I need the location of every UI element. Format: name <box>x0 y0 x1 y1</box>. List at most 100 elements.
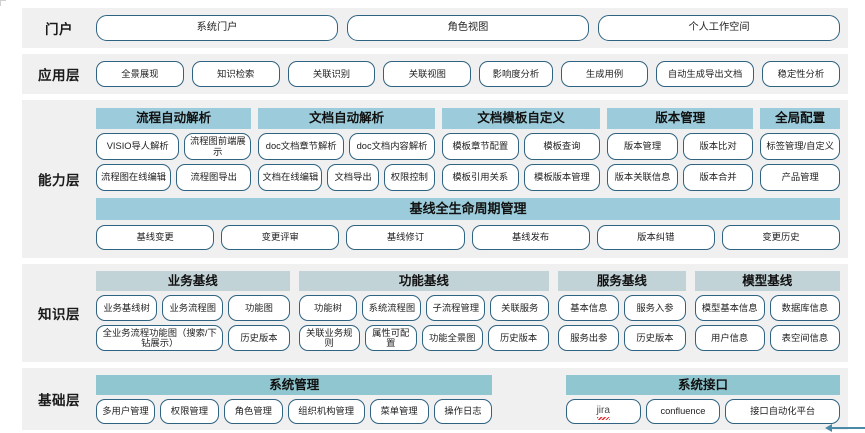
capability-item-2-1-0[interactable]: 模板引用关系 <box>441 164 519 191</box>
layer-body-knowledge: 业务基线 业务基线树 业务流程图 功能图 全业务流程功能图（搜索/下钻展示） 历… <box>96 271 848 355</box>
layer-body-base: 系统管理 多用户管理 权限管理 角色管理 组织机构管理 菜单管理 操作日志 系统… <box>96 374 848 424</box>
knowledge-item-2-1-1[interactable]: 历史版本 <box>624 325 686 351</box>
group-title-2: 文档模板自定义 <box>441 108 601 129</box>
capability-item-1-1-0[interactable]: 文档在线编辑 <box>258 164 323 191</box>
knowledge-item-1-0-1[interactable]: 系统流程图 <box>362 295 422 321</box>
knowledge-item-3-0-0[interactable]: 模型基本信息 <box>694 295 765 321</box>
group-row: 版本管理 版本比对 <box>607 133 754 160</box>
base-group-row: 系统管理 多用户管理 权限管理 角色管理 组织机构管理 菜单管理 操作日志 系统… <box>96 374 841 424</box>
group-row: 服务出参 历史版本 <box>558 325 686 351</box>
knowledge-item-1-0-0[interactable]: 功能树 <box>298 295 358 321</box>
capability-item-2-0-1[interactable]: 模板查询 <box>523 133 601 160</box>
capability-item-3-1-0[interactable]: 版本关联信息 <box>607 164 678 191</box>
layer-band-portal: 门户 系统门户 角色视图 个人工作空间 <box>22 8 848 48</box>
knowledge-item-0-0-2[interactable]: 功能图 <box>228 295 290 321</box>
knowledge-item-0-0-1[interactable]: 业务流程图 <box>162 295 224 321</box>
base-item-1-1[interactable]: confluence <box>645 398 721 424</box>
group-title-3: 版本管理 <box>607 108 754 129</box>
baseline-item-4[interactable]: 版本纠错 <box>596 225 715 250</box>
capability-item-0-1-0[interactable]: 流程图在线编辑 <box>96 164 172 191</box>
capability-item-4-0-0[interactable]: 标签管理/自定义 <box>760 133 840 160</box>
knowledge-item-1-1-2[interactable]: 功能全景图 <box>421 325 483 351</box>
capability-item-2-1-1[interactable]: 模板版本管理 <box>523 164 601 191</box>
application-item-7[interactable]: 稳定性分析 <box>761 61 841 87</box>
portal-item-2[interactable]: 个人工作空间 <box>598 15 840 41</box>
application-item-6[interactable]: 自动生成导出文档 <box>656 61 754 87</box>
capability-item-2-0-0[interactable]: 模板章节配置 <box>441 133 519 160</box>
base-item-1-0[interactable]: jira <box>565 398 641 424</box>
layer-body-application: 全景展现 知识检索 关联识别 关联视图 影响度分析 生成用例 自动生成导出文档 … <box>96 61 848 87</box>
baseline-item-1[interactable]: 变更评审 <box>221 225 340 250</box>
capability-item-1-1-2[interactable]: 权限控制 <box>383 164 435 191</box>
capability-group-3: 版本管理 版本管理 版本比对 版本关联信息 版本合并 <box>607 108 754 195</box>
group-row: 用户信息 表空间信息 <box>694 325 841 351</box>
baseline-item-5[interactable]: 变更历史 <box>721 225 841 250</box>
capability-item-1-0-1[interactable]: doc文档内容解析 <box>349 133 435 160</box>
portal-item-1[interactable]: 角色视图 <box>347 15 589 41</box>
group-title-1: 文档自动解析 <box>258 108 435 129</box>
portal-item-0[interactable]: 系统门户 <box>96 15 338 41</box>
knowledge-item-3-1-1[interactable]: 表空间信息 <box>769 325 841 351</box>
group-row: VISIO导人解析 流程图前端展示 <box>96 133 252 160</box>
base-item-0-5[interactable]: 操作日志 <box>433 398 493 424</box>
capability-item-4-1-0[interactable]: 产品管理 <box>760 164 840 191</box>
base-item-0-1[interactable]: 权限管理 <box>159 398 219 424</box>
knowledge-item-3-0-1[interactable]: 数据库信息 <box>769 295 841 321</box>
application-item-3[interactable]: 关联视图 <box>383 61 472 87</box>
baseline-item-3[interactable]: 基线发布 <box>471 225 590 250</box>
application-item-2[interactable]: 关联识别 <box>287 61 376 87</box>
knowledge-item-0-1-1[interactable]: 历史版本 <box>228 325 290 351</box>
group-row: 模板引用关系 模板版本管理 <box>441 164 601 191</box>
group-title-0: 系统管理 <box>96 374 493 395</box>
knowledge-item-1-1-1[interactable]: 属性可配置 <box>364 325 417 351</box>
group-title-1: 功能基线 <box>298 271 550 291</box>
capability-item-1-1-1[interactable]: 文档导出 <box>327 164 379 191</box>
group-row: 业务基线树 业务流程图 功能图 <box>96 295 290 321</box>
group-title-1: 系统接口 <box>565 374 840 395</box>
capability-group-4: 全局配置 标签管理/自定义 产品管理 <box>760 108 840 195</box>
application-item-4[interactable]: 影响度分析 <box>479 61 553 87</box>
baseline-item-0[interactable]: 基线变更 <box>96 225 215 250</box>
base-group-1: 系统接口 jira confluence 接口自动化平台 <box>565 374 841 424</box>
application-item-0[interactable]: 全景展现 <box>96 61 184 87</box>
capability-item-0-0-1[interactable]: 流程图前端展示 <box>184 133 252 160</box>
layer-body-capability: 流程自动解析 VISIO导人解析 流程图前端展示 流程图在线编辑 流程图导出 文… <box>96 108 848 250</box>
knowledge-item-0-0-0[interactable]: 业务基线树 <box>96 295 158 321</box>
layer-band-capability: 能力层 流程自动解析 VISIO导人解析 流程图前端展示 流程图在线编辑 流程图… <box>22 100 848 258</box>
capability-item-3-0-0[interactable]: 版本管理 <box>607 133 678 160</box>
knowledge-item-0-1-0[interactable]: 全业务流程功能图（搜索/下钻展示） <box>96 325 224 351</box>
group-row: doc文档章节解析 doc文档内容解析 <box>258 133 435 160</box>
group-row: 模板章节配置 模板查询 <box>441 133 601 160</box>
capability-item-1-0-0[interactable]: doc文档章节解析 <box>258 133 345 160</box>
application-item-5[interactable]: 生成用例 <box>560 61 649 87</box>
baseline-item-2[interactable]: 基线修订 <box>346 225 465 250</box>
application-item-1[interactable]: 知识检索 <box>191 61 280 87</box>
base-item-1-2[interactable]: 接口自动化平台 <box>725 398 841 424</box>
capability-group-1: 文档自动解析 doc文档章节解析 doc文档内容解析 文档在线编辑 文档导出 权… <box>258 108 435 195</box>
group-row: 全业务流程功能图（搜索/下钻展示） 历史版本 <box>96 325 290 351</box>
base-item-0-3[interactable]: 组织机构管理 <box>287 398 365 424</box>
base-item-0-4[interactable]: 菜单管理 <box>369 398 429 424</box>
group-row: 版本关联信息 版本合并 <box>607 164 754 191</box>
knowledge-item-2-0-1[interactable]: 服务入参 <box>624 295 686 321</box>
knowledge-item-1-1-0[interactable]: 关联业务规则 <box>298 325 360 351</box>
group-row: 基本信息 服务入参 <box>558 295 686 321</box>
group-row: 多用户管理 权限管理 角色管理 组织机构管理 菜单管理 操作日志 <box>96 398 493 424</box>
knowledge-item-2-1-0[interactable]: 服务出参 <box>558 325 620 351</box>
capability-item-3-1-1[interactable]: 版本合并 <box>682 164 754 191</box>
base-item-0-2[interactable]: 角色管理 <box>223 398 283 424</box>
knowledge-group-3: 模型基线 模型基本信息 数据库信息 用户信息 表空间信息 <box>694 271 841 355</box>
group-row: 标签管理/自定义 <box>760 133 840 160</box>
knowledge-item-3-1-0[interactable]: 用户信息 <box>694 325 765 351</box>
knowledge-item-1-1-3[interactable]: 历史版本 <box>487 325 550 351</box>
knowledge-group-0: 业务基线 业务基线树 业务流程图 功能图 全业务流程功能图（搜索/下钻展示） 历… <box>96 271 290 355</box>
group-title-0: 业务基线 <box>96 271 290 291</box>
capability-item-0-1-1[interactable]: 流程图导出 <box>176 164 252 191</box>
capability-item-0-0-0[interactable]: VISIO导人解析 <box>96 133 180 160</box>
knowledge-item-1-0-3[interactable]: 关联服务 <box>490 295 550 321</box>
knowledge-item-2-0-0[interactable]: 基本信息 <box>558 295 620 321</box>
base-item-0-0[interactable]: 多用户管理 <box>96 398 155 424</box>
knowledge-item-1-0-2[interactable]: 子流程管理 <box>426 295 486 321</box>
capability-item-3-0-1[interactable]: 版本比对 <box>682 133 754 160</box>
